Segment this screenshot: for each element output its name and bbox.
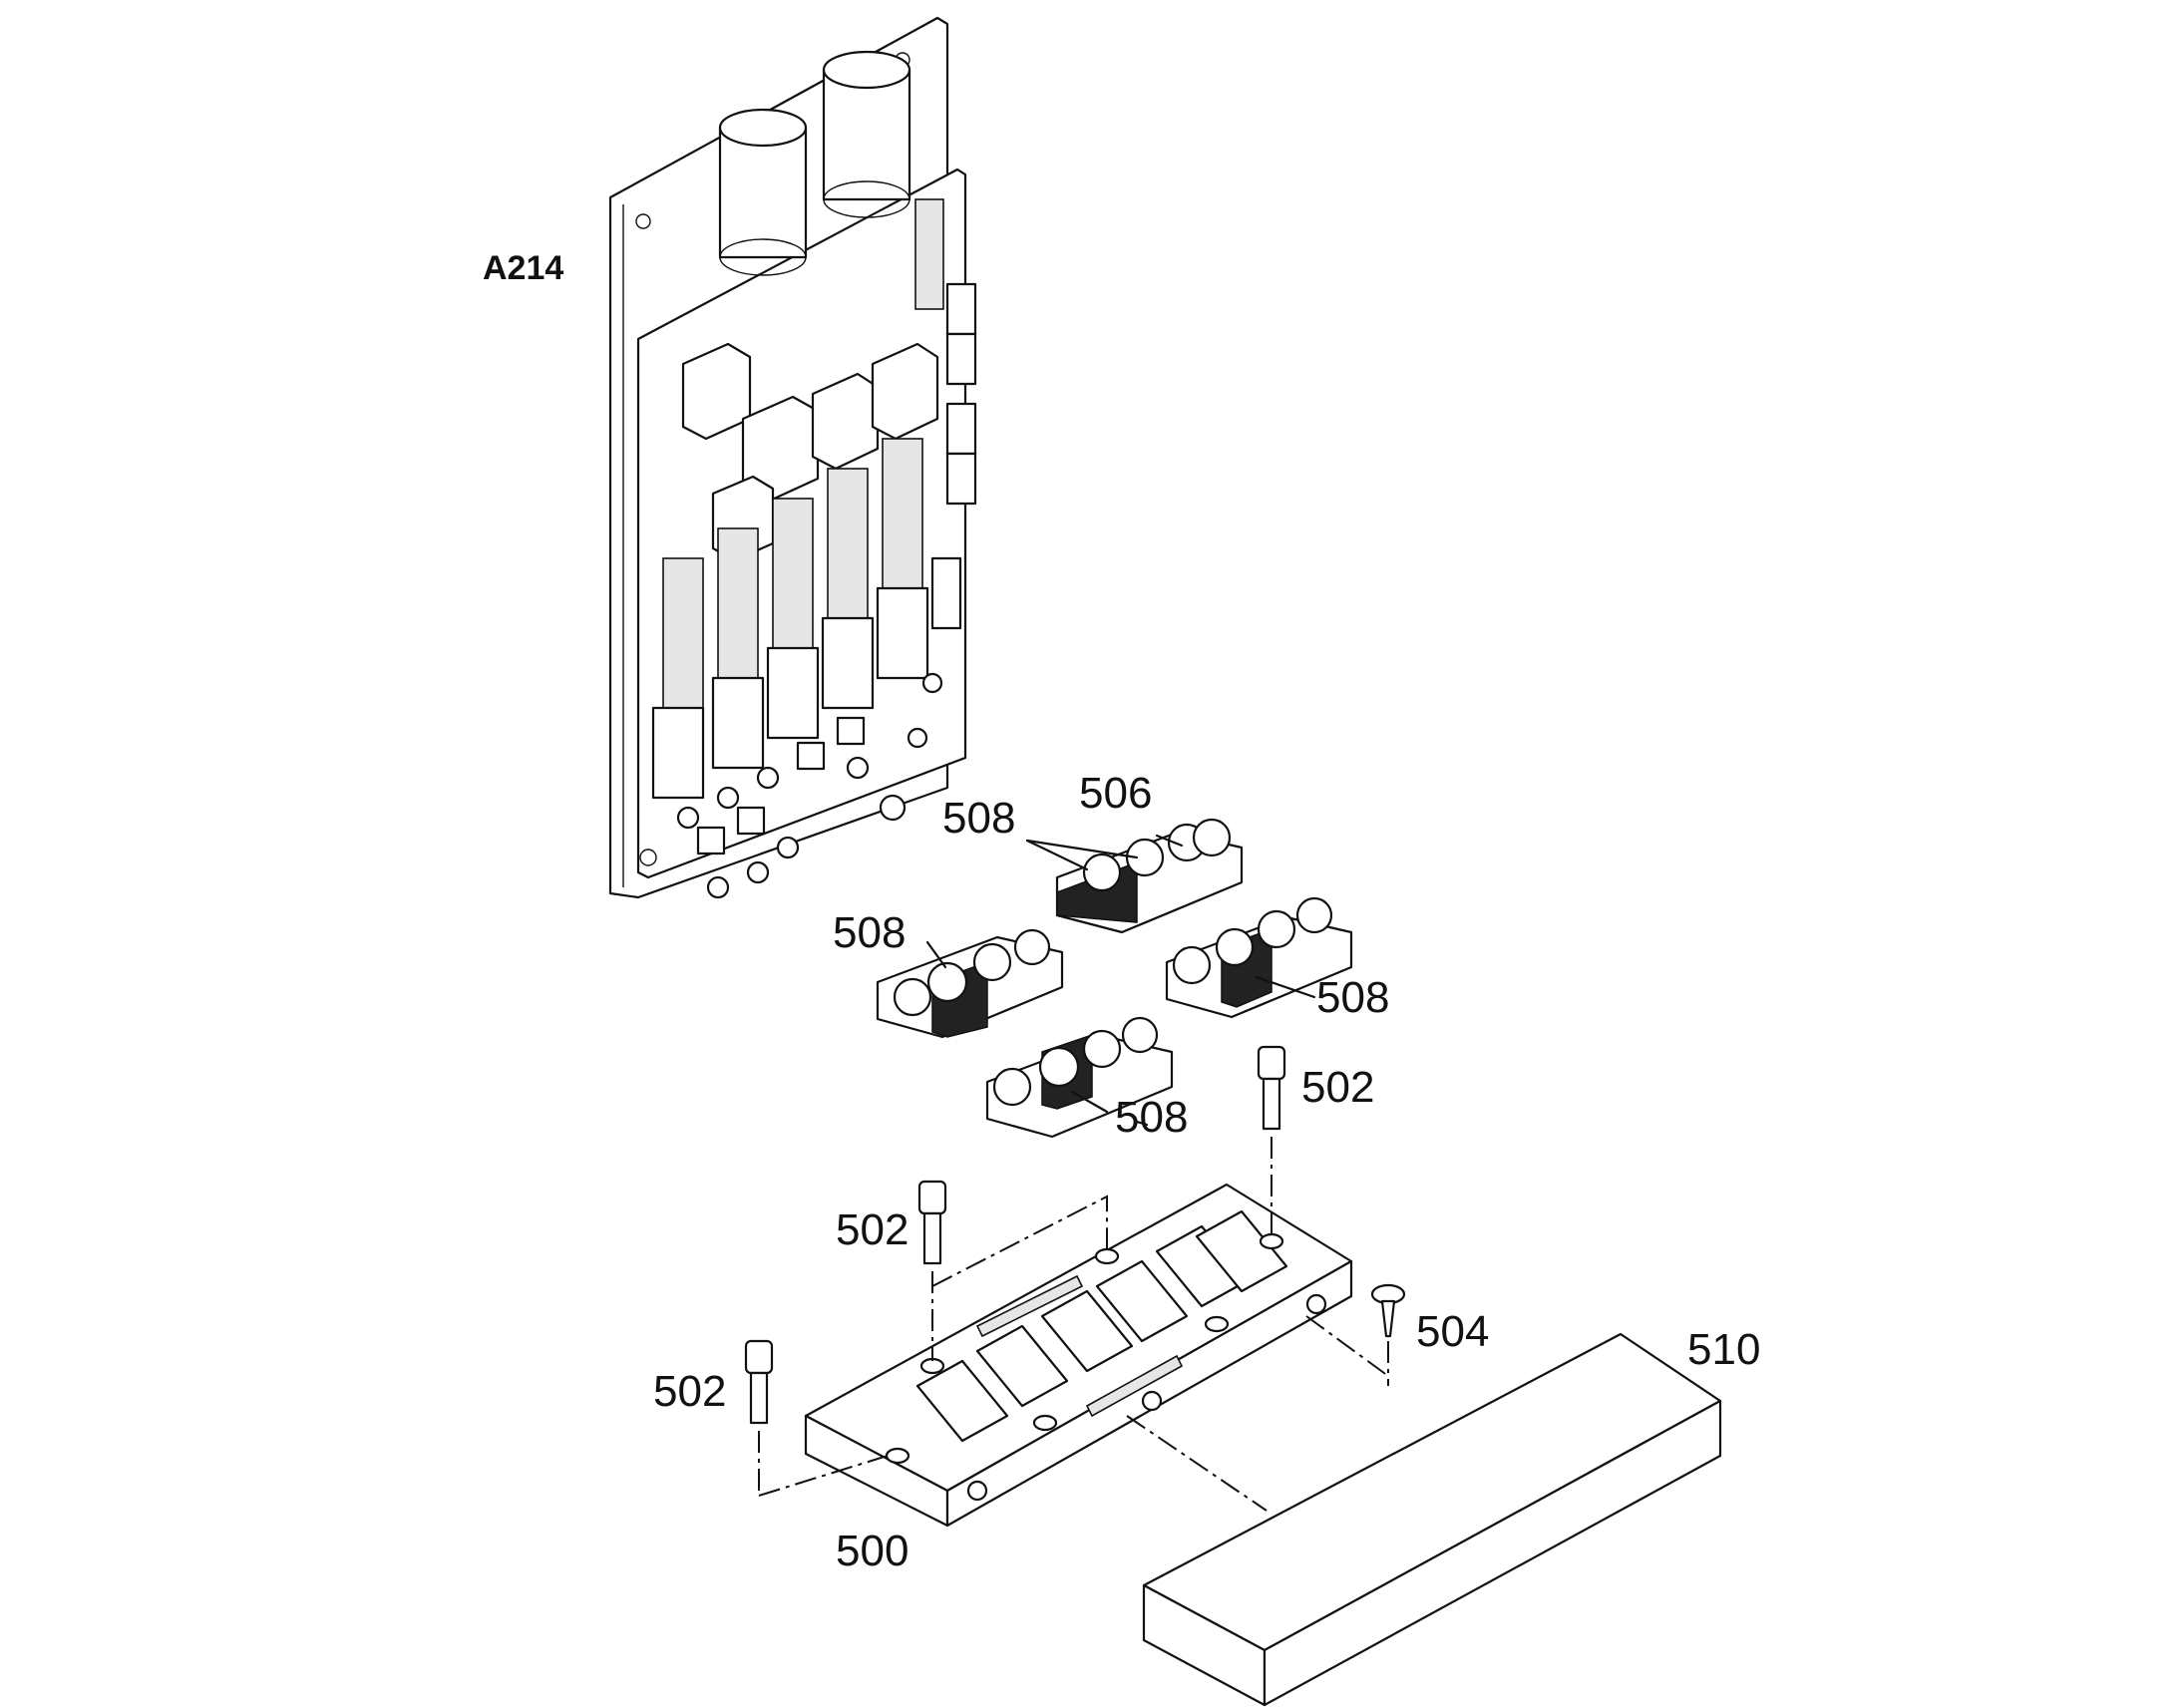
callout-a214: A214 xyxy=(483,249,563,287)
clip-module-left-508 xyxy=(876,928,1064,1039)
capacitor-left xyxy=(718,108,808,276)
base-plate-500 xyxy=(804,1183,1353,1528)
terminal-blocks xyxy=(651,198,977,855)
clip-module-bottom-508 xyxy=(985,1016,1174,1139)
centre-lines xyxy=(758,1137,1389,1512)
callout-508-left: 508 xyxy=(833,908,906,957)
rivet-504 xyxy=(1370,1283,1406,1338)
callout-506: 506 xyxy=(1079,769,1152,818)
callout-508-top: 508 xyxy=(942,794,1015,843)
callout-508-bottom: 508 xyxy=(1115,1093,1188,1142)
screw-502-right xyxy=(1257,1045,1286,1131)
screw-502-middle xyxy=(917,1180,947,1265)
clip-module-top-506 xyxy=(1055,818,1244,934)
callout-510: 510 xyxy=(1687,1325,1760,1374)
callout-502-right: 502 xyxy=(1301,1063,1374,1112)
callout-502-left: 502 xyxy=(653,1367,726,1416)
foam-block-510 xyxy=(1142,1332,1722,1707)
callout-508-right: 508 xyxy=(1316,973,1389,1022)
leader-lines xyxy=(925,834,1316,1127)
clip-module-right-508 xyxy=(1165,896,1353,1019)
circuit-board-a214 xyxy=(608,16,977,899)
screw-502-left xyxy=(744,1339,774,1425)
capacitor-right xyxy=(822,50,911,218)
callout-500: 500 xyxy=(836,1527,908,1575)
callout-504: 504 xyxy=(1416,1307,1489,1356)
callout-502-middle: 502 xyxy=(836,1205,908,1254)
board-screws xyxy=(676,672,943,899)
